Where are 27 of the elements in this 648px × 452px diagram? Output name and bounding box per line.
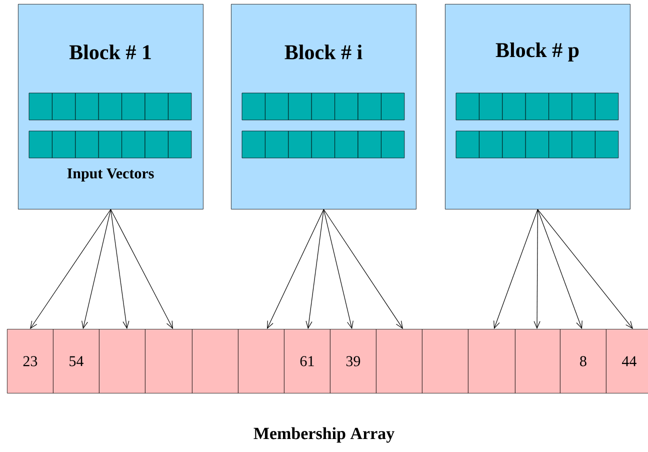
arrow: [30, 209, 111, 329]
array-cell: [468, 329, 516, 394]
arrow: [82, 209, 111, 329]
array-cell: [145, 329, 192, 394]
arrow: [323, 209, 403, 329]
arrow: [534, 209, 540, 329]
array-cell: 23: [7, 329, 54, 394]
array-cell: 39: [330, 329, 376, 394]
array-cell: 61: [284, 329, 330, 394]
arrow: [306, 209, 324, 329]
array-cell: 44: [606, 329, 648, 394]
array-cell: [99, 329, 146, 394]
array-cell: [192, 329, 238, 394]
array-cell: [515, 329, 560, 394]
array-cell: [238, 329, 284, 394]
arrow: [110, 209, 173, 329]
arrow: [110, 209, 130, 329]
arrow: [267, 209, 324, 329]
arrow: [323, 209, 354, 329]
array-cell: 8: [560, 329, 606, 394]
arrow: [494, 209, 538, 329]
array-cell: 54: [53, 329, 100, 394]
caption: Membership Array: [254, 427, 394, 443]
array-cell: [376, 329, 422, 394]
arrow: [537, 209, 633, 329]
array-cell: [422, 329, 468, 394]
arrow: [537, 209, 582, 329]
